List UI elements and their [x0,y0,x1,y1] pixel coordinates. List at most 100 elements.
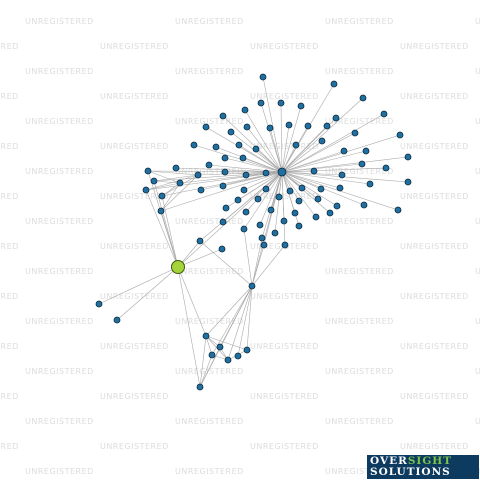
graph-node [234,352,242,360]
graph-node [312,213,320,221]
graph-node [336,184,344,192]
graph-node [227,128,235,136]
graph-edge [160,182,181,212]
graph-node [216,343,224,351]
watermark-text: UNREGISTERED [475,217,480,226]
graph-node [332,114,340,122]
graph-edge [281,150,367,173]
graph-edge [259,171,283,226]
graph-node [176,179,184,187]
graph-edge [243,171,283,191]
graph-edge [160,174,199,212]
graph-node [280,217,288,225]
watermark-text: UNREGISTERED [325,317,394,326]
graph-node [113,316,121,324]
graph-edge [153,171,283,182]
graph-node [318,137,326,145]
graph-node [314,195,322,203]
graph-node [359,94,367,102]
watermark-text: UNREGISTERED [0,242,19,251]
graph-node [254,195,262,203]
graph-edge [281,171,338,207]
watermark-text: UNREGISTERED [100,92,169,101]
oversight-solutions-logo: OVERSIGHT SOLUTIONS [367,455,479,479]
watermark-text: UNREGISTERED [100,292,169,301]
graph-edge [243,228,253,287]
graph-node [358,160,366,168]
watermark-text: UNREGISTERED [325,367,394,376]
graph-node [291,209,299,217]
graph-edge [242,157,283,173]
graph-node [240,225,248,233]
graph-node [382,164,390,172]
graph-edge [147,170,199,176]
graph-edge [177,248,223,268]
graph-edge [222,171,283,187]
watermark-text: UNREGISTERED [400,392,469,401]
graph-node [360,201,368,209]
graph-node [366,180,374,188]
graph-node [202,332,210,340]
watermark-text: UNREGISTERED [400,42,469,51]
watermark-layer: UNREGISTERED UNREGISTERED UNREGISTERED UNRE… [0,17,480,476]
graph-node [196,237,204,245]
graph-node [197,186,205,194]
watermark-text: UNREGISTERED [0,42,19,51]
graph-node [362,147,370,155]
watermark-text: UNREGISTERED [25,117,94,126]
graph-edge [224,157,283,173]
graph-node [234,196,242,204]
graph-edge [251,244,286,287]
graph-edge [177,266,207,337]
graph-node [310,167,318,175]
graph-edge [255,148,283,173]
graph-edge [147,170,181,184]
watermark-text: UNREGISTERED [400,292,469,301]
graph-node [239,154,247,162]
graph-edge [281,132,356,173]
watermark-text: UNREGISTERED [475,367,480,376]
logo-line-2: SOLUTIONS [370,466,451,478]
watermark-text: UNREGISTERED [325,467,394,476]
graph-node [222,204,230,212]
graph-node [333,202,341,210]
graph-node [172,164,180,172]
graph-edge [274,171,283,234]
watermark-text: UNREGISTERED [250,292,319,301]
watermark-text: UNREGISTERED [25,467,94,476]
graph-edge [244,109,283,173]
logo-line-1: OVERSIGHT [370,455,453,467]
graph-node [158,192,166,200]
watermark-text: UNREGISTERED [100,242,169,251]
graph-edge [193,144,283,173]
graph-node [243,123,251,131]
graph-edge [281,134,401,173]
watermark-text: UNREGISTERED [400,242,469,251]
graph-node [404,153,412,161]
graph-edge [261,171,283,239]
graph-edge [280,102,283,173]
graph-node [190,141,198,149]
watermark-text: UNREGISTERED [100,142,169,151]
watermark-text: UNREGISTERED [0,392,19,401]
edges-layer [98,76,409,388]
graph-edge [269,127,283,173]
watermark-text: UNREGISTERED [175,17,244,26]
watermark-text: UNREGISTERED [25,317,94,326]
graph-node [257,99,265,107]
graph-edge [281,156,409,173]
graph-edge [281,171,341,189]
graph-edge [211,285,253,356]
graph-edge [281,171,300,227]
graph-node [241,106,249,114]
graph-node [219,182,227,190]
graph-edge [281,163,363,173]
graph-node [219,112,227,120]
watermark-text: UNREGISTERED [400,142,469,151]
watermark-text: UNREGISTERED [175,467,244,476]
graph-node [95,300,103,308]
graph-node [275,193,283,201]
graph-node [277,99,285,107]
watermark-text: UNREGISTERED [0,92,19,101]
